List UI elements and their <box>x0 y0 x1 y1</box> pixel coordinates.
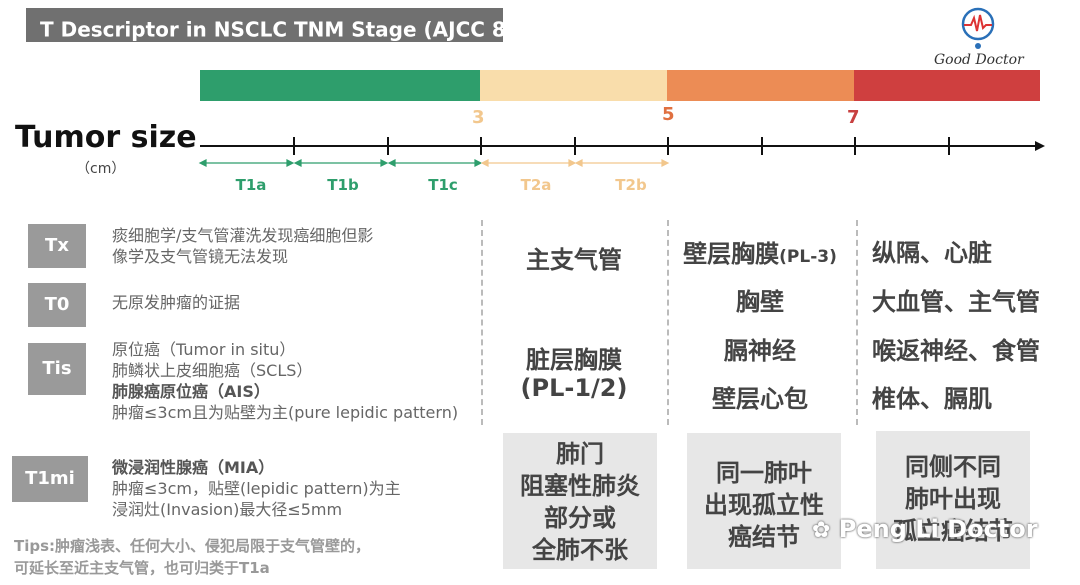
t4-recurrent-nerve: 喉返神经、食管 <box>872 337 1040 365</box>
stage-bar-yellow <box>480 70 667 101</box>
stage-bar-red <box>854 70 1040 101</box>
row-t1mi-desc: 微浸润性腺癌（MIA） 肿瘤≤3cm，贴壁(lepidic pattern)为主… <box>112 458 401 519</box>
logo-text: Good Doctor <box>934 52 1024 68</box>
size-axis <box>198 137 1045 167</box>
t2-pl12: (PL-1/2) <box>520 374 628 402</box>
badge-tx: Tx <box>28 224 86 268</box>
row-tx-desc: 痰细胞学/支气管灌洗发现癌细胞但影 像学及支气管镜无法发现 <box>112 226 374 266</box>
t4-vertebra-diaphragm: 椎体、膈肌 <box>872 385 992 413</box>
marker-3cm: 3 <box>472 107 485 128</box>
t2b-label: T2b <box>615 176 647 194</box>
t1a-label: T1a <box>235 176 267 194</box>
wechat-icon: ✿ <box>812 518 831 543</box>
watermark: ✿ Peng Li Doctor <box>812 515 1038 543</box>
divider-2 <box>667 220 669 425</box>
row-t0-desc: 无原发肿瘤的证据 <box>112 293 241 312</box>
tumor-size-label: Tumor size <box>15 120 197 155</box>
t2-visceral-pleura: 脏层胸膜 <box>526 346 622 374</box>
stage-bar-orange <box>667 70 854 101</box>
badge-tis: Tis <box>28 343 86 395</box>
t3-phrenic-nerve: 膈神经 <box>724 337 796 365</box>
t1b-label: T1b <box>327 176 359 194</box>
t2-main-bronchus: 主支气管 <box>526 246 622 274</box>
t3-parietal-pericardium: 壁层心包 <box>712 385 808 413</box>
divider-3 <box>856 220 858 425</box>
row-tis-desc: 原位癌（Tumor in situ） 肺鳞状上皮细胞癌（SCLS） 肺腺癌原位癌… <box>112 340 459 422</box>
t4-box: 同侧不同 肺叶出现 孤立癌结节 <box>876 431 1030 569</box>
stethoscope-heart-icon <box>961 7 995 49</box>
t2-box: 肺门 阻塞性肺炎 部分或 全肺不张 <box>503 433 657 569</box>
t4-mediastinum-heart: 纵隔、心脏 <box>872 239 992 267</box>
page-title: T Descriptor in NSCLC TNM Stage (AJCC 8t… <box>26 8 564 42</box>
marker-5cm: 5 <box>662 104 675 125</box>
stage-bar-green <box>200 70 480 101</box>
unit-label: （cm） <box>76 161 126 177</box>
t3-chest-wall: 胸壁 <box>736 288 784 316</box>
t2a-label: T2a <box>520 176 552 194</box>
t3-box: 同一肺叶 出现孤立性 癌结节 <box>687 433 841 569</box>
t4-great-vessels: 大血管、主气管 <box>872 288 1040 316</box>
badge-t1mi: T1mi <box>12 456 88 502</box>
divider-1 <box>481 220 483 425</box>
t3-parietal-pleura: 壁层胸膜(PL-3) <box>683 240 837 268</box>
t1c-label: T1c <box>428 176 458 194</box>
good-doctor-logo <box>958 6 998 50</box>
tips-note: Tips:肿瘤浅表、任何大小、侵犯局限于支气管壁的， 可延长至近主支气管，也可归… <box>14 537 371 577</box>
badge-t0: T0 <box>28 283 86 327</box>
marker-7cm: 7 <box>847 107 860 128</box>
